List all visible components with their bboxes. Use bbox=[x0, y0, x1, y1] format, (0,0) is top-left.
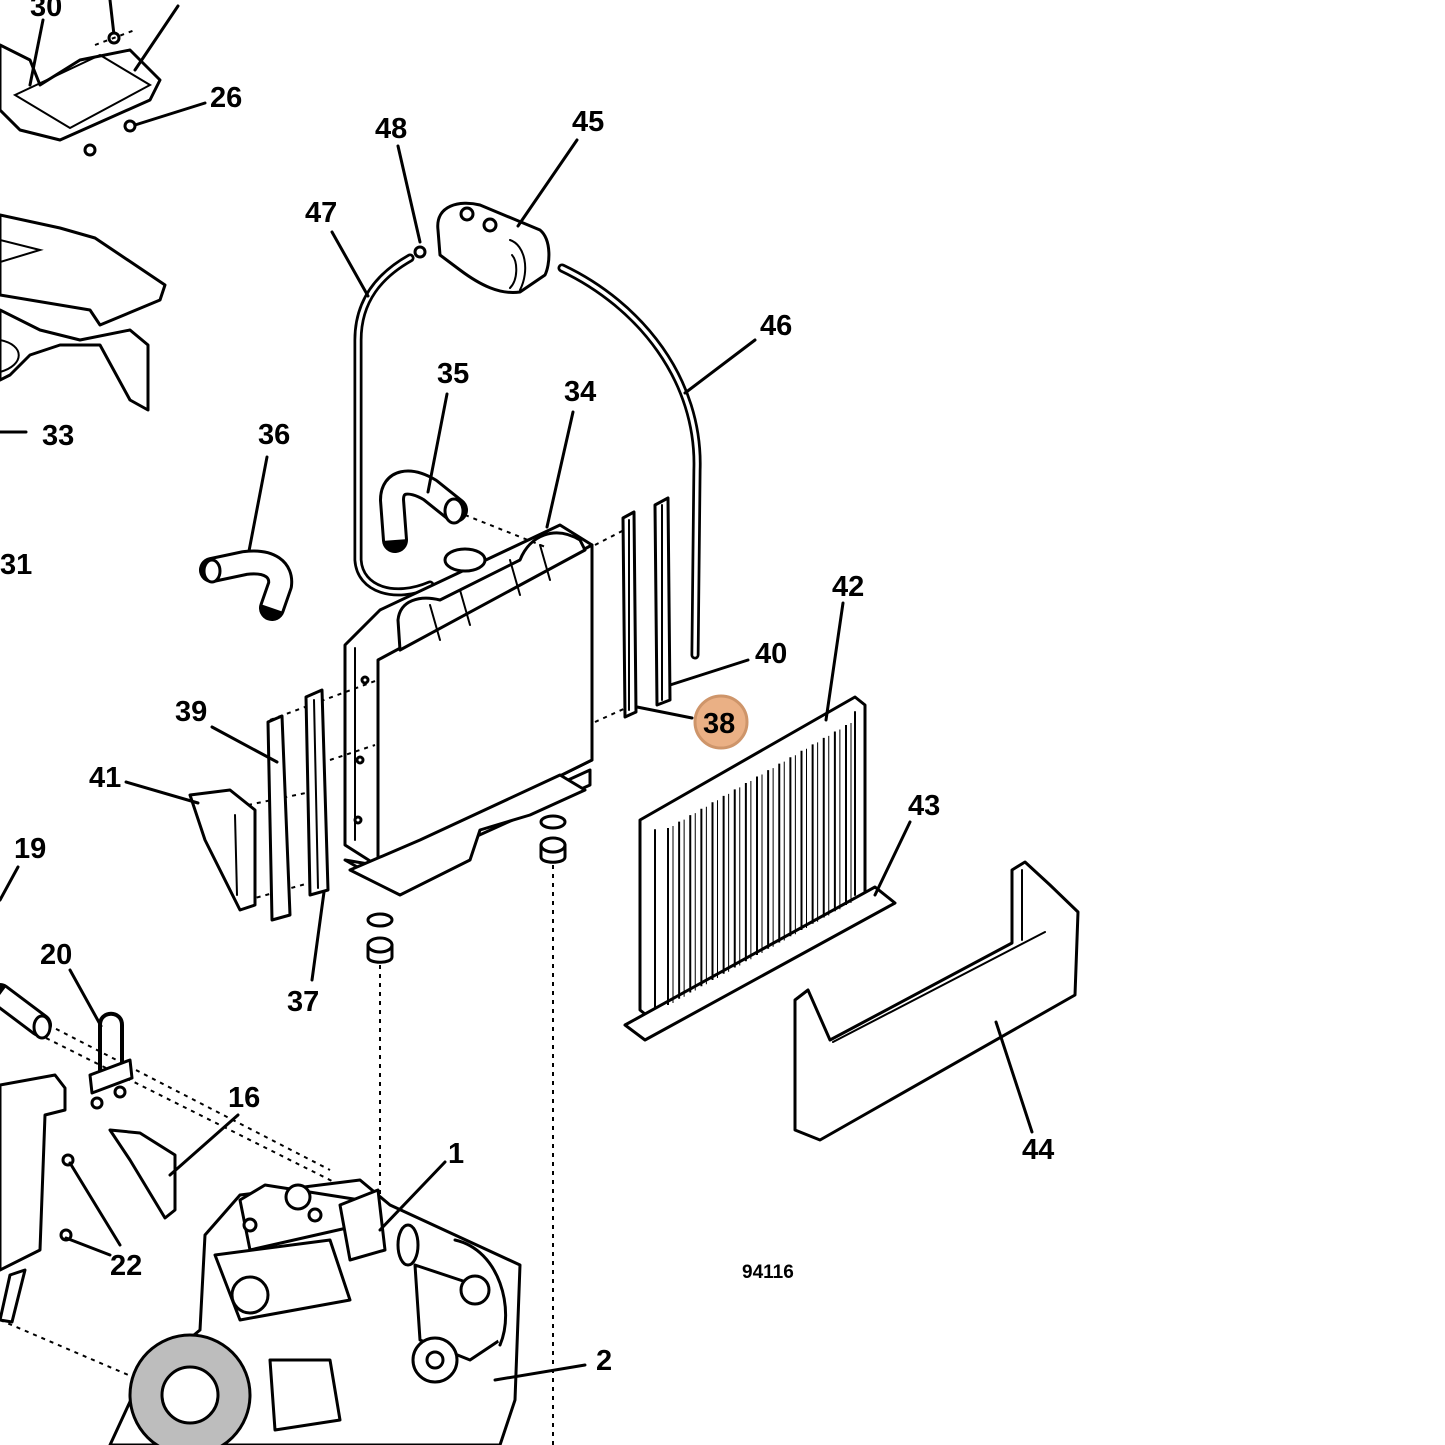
radiator-side-bracket-38 bbox=[621, 510, 638, 719]
callout-20: 20 bbox=[40, 939, 72, 971]
callout-40: 40 bbox=[755, 638, 787, 670]
callout-22: 22 bbox=[110, 1250, 142, 1282]
drawing-number: 94116 bbox=[742, 1262, 794, 1283]
upper-radiator-hose bbox=[379, 469, 468, 553]
callout-44: 44 bbox=[1022, 1134, 1054, 1166]
callout-38: 38 bbox=[703, 708, 735, 740]
radiator bbox=[343, 523, 594, 897]
assembly-lines bbox=[0, 514, 629, 1445]
radiator-screen bbox=[623, 695, 897, 1042]
callout-42: 42 bbox=[832, 571, 864, 603]
radiator-side-bracket-39 bbox=[266, 714, 292, 922]
overflow-hose-47 bbox=[353, 253, 435, 597]
engine bbox=[108, 1178, 522, 1445]
lower-radiator-hose bbox=[199, 549, 294, 621]
callout-46: 46 bbox=[760, 310, 792, 342]
callout-35: 35 bbox=[437, 358, 469, 390]
callout-2: 2 bbox=[596, 1345, 612, 1377]
radiator-side-bracket-40 bbox=[653, 496, 672, 707]
callout-43: 43 bbox=[908, 790, 940, 822]
callout-30: 30 bbox=[30, 0, 62, 23]
callout-45: 45 bbox=[572, 106, 604, 138]
callout-37: 37 bbox=[287, 986, 319, 1018]
callout-48: 48 bbox=[375, 113, 407, 145]
callout-39: 39 bbox=[175, 696, 207, 728]
radiator-side-bracket-37 bbox=[304, 688, 330, 897]
overflow-hose-46 bbox=[557, 263, 702, 660]
callout-19: 19 bbox=[14, 833, 46, 865]
callout-1: 1 bbox=[448, 1138, 464, 1170]
top-cover-assembly bbox=[0, 0, 162, 157]
callout-33: 33 bbox=[42, 420, 74, 452]
callout-highlight bbox=[693, 694, 749, 750]
overflow-bottle bbox=[413, 201, 551, 295]
callout-36: 36 bbox=[258, 419, 290, 451]
callout-labels: 30 26 48 45 47 46 35 34 36 33 31 42 40 3… bbox=[0, 0, 1054, 1377]
lower-shroud bbox=[793, 860, 1080, 1142]
callout-26: 26 bbox=[210, 82, 242, 114]
callout-47: 47 bbox=[305, 197, 337, 229]
callout-34: 34 bbox=[564, 376, 596, 408]
radiator-mount-isolators bbox=[366, 814, 567, 964]
callout-31: 31 bbox=[0, 549, 32, 581]
fan-shroud bbox=[0, 213, 167, 412]
callout-41: 41 bbox=[89, 762, 121, 794]
leader-lines bbox=[0, 4, 1034, 1382]
left-mount-parts bbox=[0, 983, 177, 1324]
callout-16: 16 bbox=[228, 1082, 260, 1114]
shroud-bracket-41 bbox=[188, 788, 257, 912]
